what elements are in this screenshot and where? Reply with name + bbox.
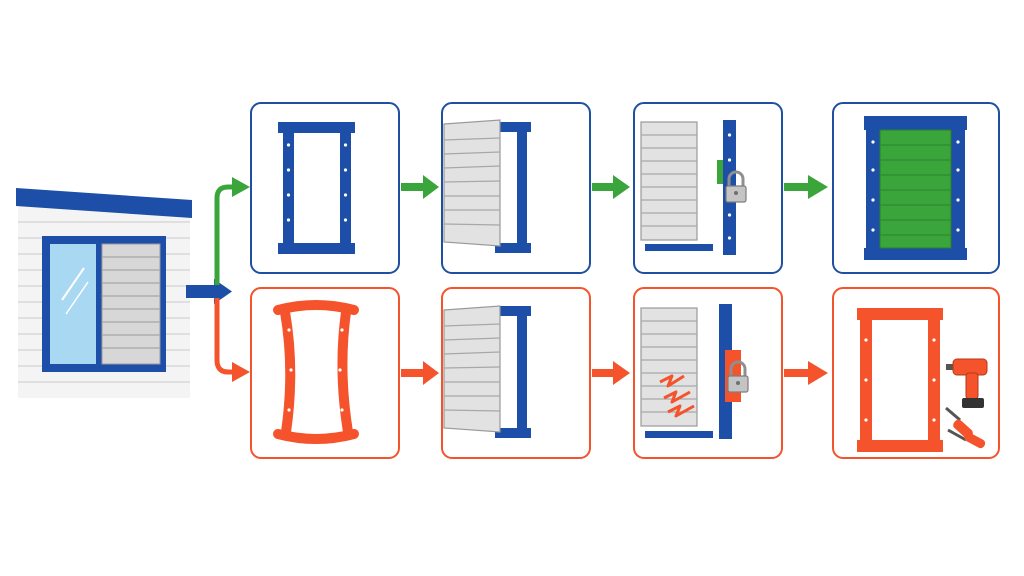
frame-with-lock-icon bbox=[640, 120, 748, 255]
screwdriver-icon bbox=[947, 428, 986, 449]
warped-orange-frame-icon bbox=[273, 300, 359, 444]
step-box bbox=[832, 287, 1000, 459]
blue-shutter-frame-icon bbox=[278, 122, 355, 254]
success-row bbox=[250, 102, 1000, 274]
drill-icon bbox=[946, 358, 988, 408]
step-box bbox=[250, 287, 400, 459]
cracking-slats-with-lock-icon bbox=[640, 304, 750, 439]
completed-green-shutter-icon bbox=[864, 116, 967, 260]
slats-inserted-into-frame-icon bbox=[443, 119, 531, 253]
split-arrow bbox=[186, 177, 250, 382]
failure-row bbox=[250, 287, 1000, 459]
failure-arrows bbox=[401, 361, 828, 385]
frame-with-repair-tools-icon bbox=[857, 308, 988, 452]
success-arrows bbox=[401, 175, 828, 199]
slats-inserted-into-frame-icon bbox=[443, 305, 531, 438]
crack-icon bbox=[659, 374, 695, 418]
house-wall-with-window-and-shutter-icon bbox=[16, 188, 192, 398]
